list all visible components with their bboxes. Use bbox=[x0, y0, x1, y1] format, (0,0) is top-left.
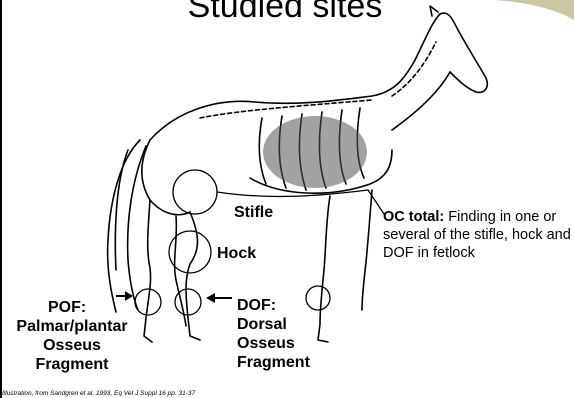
dof-line-2: Osseus bbox=[237, 334, 310, 353]
dof-heading: DOF: bbox=[237, 296, 310, 315]
pof-line-1: Palmar/plantar bbox=[8, 317, 136, 336]
hock-label: Hock bbox=[217, 244, 256, 263]
dof-line-3: Fragment bbox=[237, 353, 310, 372]
pof-line-3: Fragment bbox=[8, 355, 136, 374]
dof-line-1: Dorsal bbox=[237, 315, 310, 334]
stifle-label: Stifle bbox=[234, 203, 273, 222]
oc-total-heading: OC total: bbox=[383, 209, 444, 225]
pof-line-2: Osseus bbox=[8, 336, 136, 355]
pof-heading: POF: bbox=[8, 298, 136, 317]
oc-total-note: OC total: Finding in one or several of t… bbox=[383, 208, 573, 262]
pof-label: POF: Palmar/plantar Osseus Fragment bbox=[8, 298, 136, 374]
illustration-credit: Illustration, from Sandgren et al. 1993,… bbox=[2, 389, 195, 398]
dof-label: DOF: Dorsal Osseus Fragment bbox=[237, 296, 310, 372]
